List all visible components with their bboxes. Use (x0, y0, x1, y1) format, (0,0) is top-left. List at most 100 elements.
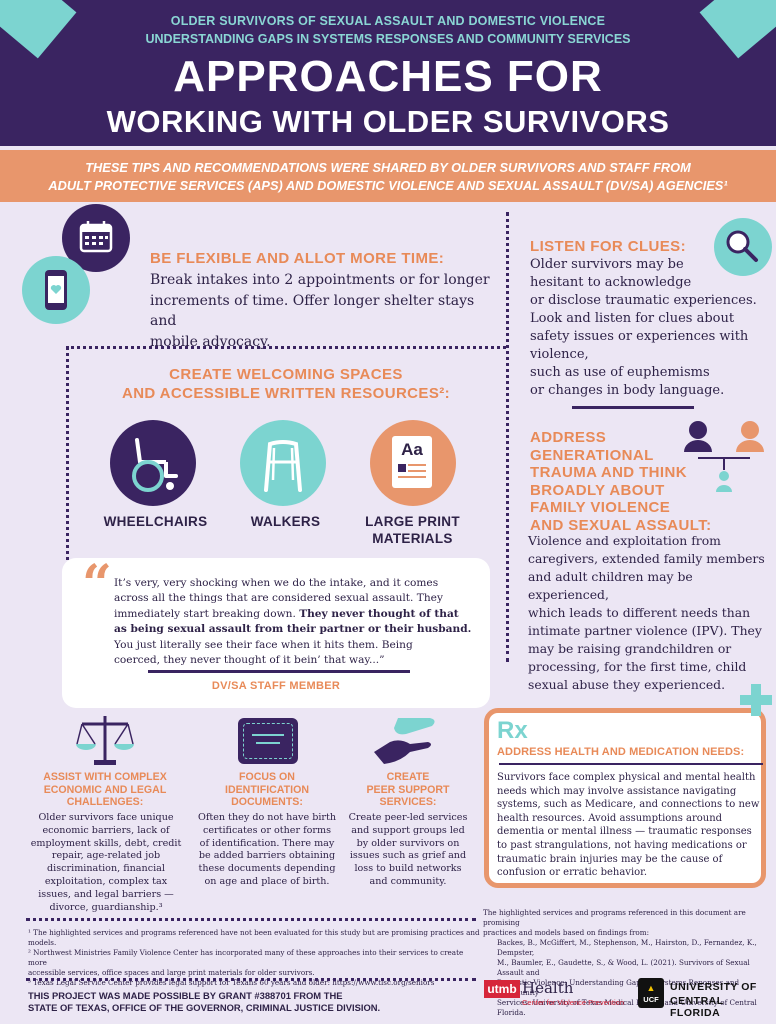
wheelchairs-label: WHEELCHAIRS (103, 514, 208, 529)
clues-line: Older survivors may be (530, 257, 684, 272)
identification-body: Often they do not have birth certificate… (192, 812, 342, 889)
health-line: confusion or erratic behavior. (497, 867, 648, 879)
clues-line: or changes in body language. (530, 383, 725, 398)
welcoming-heading-1: CREATE WELCOMING SPACES (169, 366, 403, 383)
document-line (398, 476, 426, 478)
footnotes: ¹ The highlighted services and programs … (28, 928, 484, 988)
certificate-border (243, 723, 293, 759)
health-card: Rx ADDRESS HEALTH AND MEDICATION NEEDS: … (484, 708, 766, 888)
health-body: Survivors face complex physical and ment… (497, 771, 765, 880)
grant-line: THIS PROJECT WAS MADE POSSIBLE BY GRANT … (28, 990, 343, 1001)
clues-line: hesitant to acknowledge (530, 275, 692, 290)
quote-line: coerced, they never thought of it bein’ … (114, 654, 385, 667)
generational-line: processing, for the first time, child (528, 659, 747, 674)
large-print-glyph: Aa (401, 440, 423, 459)
pegasus-icon: ▲ (646, 983, 656, 993)
clues-underline (572, 406, 694, 409)
footnote: ¹ The highlighted services and programs … (28, 928, 480, 947)
complex-line: economic barriers, lack of (42, 824, 170, 836)
complex-heading-line: ASSIST WITH COMPLEX (43, 771, 167, 783)
health-line: dementia or mental illness — traumatic r… (497, 826, 752, 838)
rx-icon: Rx (497, 717, 528, 744)
flexible-line: Break intakes into 2 appointments or for… (150, 272, 490, 288)
complex-line: repair, age-related job (51, 850, 161, 862)
generational-line: and adult children may be experienced, (528, 569, 693, 602)
reference-line: practices and models based on findings f… (483, 928, 649, 937)
header-banner: OLDER SURVIVORS OF SEXUAL ASSAULT AND DO… (0, 0, 776, 146)
quote-line-part: immediately start breaking down. (114, 607, 300, 620)
quote-text: It’s very, very shocking when we do the … (114, 576, 484, 668)
flexible-line: increments of time. Offer longer shelter… (150, 292, 475, 330)
intro-band: THESE TIPS AND RECOMMENDATIONS WERE SHAR… (0, 150, 776, 202)
complex-line: Older survivors face unique (38, 812, 174, 823)
health-line: to past strangulations, not having medic… (497, 839, 747, 851)
complex-line: discrimination, financial (47, 863, 165, 875)
generational-body: Violence and exploitation from caregiver… (528, 532, 774, 694)
scales-icon (72, 712, 138, 768)
peer-line: and community. (369, 875, 447, 887)
generational-line: sexual abuse they experienced. (528, 677, 726, 692)
complex-line: employment skills, debt, credit (30, 837, 182, 849)
generational-heading: ADDRESS GENERATIONAL TRAUMA AND THINK BR… (530, 429, 720, 534)
identification-heading-line: IDENTIFICATION (225, 783, 309, 796)
identification-heading: FOCUS ON IDENTIFICATION DOCUMENTS: (196, 771, 338, 809)
peer-line: loss to build networks (354, 863, 462, 875)
identification-line: Often they do not have birth (197, 812, 337, 823)
complex-line: exploitation, complex tax (44, 875, 168, 887)
generational-heading-line: FAMILY VIOLENCE (530, 499, 671, 516)
flexible-line: mobile advocacy. (150, 333, 271, 350)
identification-line: certificates or other forms (202, 824, 332, 836)
identification-heading-line: DOCUMENTS: (231, 796, 303, 808)
family-icon (676, 418, 772, 498)
reference-line: Services. University of Texas Medical Br… (497, 998, 757, 1017)
generational-heading-line: BROADLY ABOUT (530, 481, 665, 499)
footnote: accessible services, office spaces and l… (28, 968, 315, 977)
page-title-1: APPROACHES FOR (173, 52, 603, 101)
health-divider (499, 763, 763, 765)
corner-accent-right (699, 0, 776, 59)
dotted-divider (26, 918, 476, 921)
utmb-logo: utmb (484, 980, 520, 998)
footnote: ² Northwest Ministries Family Violence C… (28, 948, 464, 967)
large-print-label-2: MATERIALS (372, 531, 453, 546)
quote-attribution: DV/SA STAFF MEMBER (211, 680, 341, 692)
clues-body: Older survivors may be hesitant to ackno… (530, 256, 770, 400)
corner-accent-left (0, 0, 77, 59)
flexible-heading: BE FLEXIBLE AND ALLOT MORE TIME: (150, 250, 445, 267)
clues-line: Look and listen for clues about (530, 311, 735, 326)
health-line: traumatic brain injuries may be the caus… (497, 853, 723, 865)
identification-line: be added barriers obtaining (198, 850, 336, 862)
flexible-body: Break intakes into 2 appointments or for… (150, 270, 495, 352)
complex-line: divorce, guardianship.³ (49, 901, 163, 913)
health-heading: ADDRESS HEALTH AND MEDICATION NEEDS: (497, 746, 745, 758)
peer-heading-line: PEER SUPPORT (366, 783, 450, 796)
complex-heading: ASSIST WITH COMPLEX ECONOMIC AND LEGAL C… (30, 771, 180, 809)
reference-line: The highlighted services and programs re… (483, 908, 746, 927)
dotted-divider (66, 346, 69, 568)
walker-icon (240, 420, 326, 506)
health-line: systems, such as Medicare, and connectio… (497, 799, 760, 811)
reference-line: Backes, B., McGiffert, M., Stephenson, M… (497, 938, 757, 957)
ucf-line-1: UNIVERSITY OF (670, 981, 757, 993)
certificate-line (256, 742, 280, 744)
generational-line: which leads to different needs than (528, 605, 751, 620)
quote-line: immediately start breaking down. They ne… (114, 607, 484, 622)
utmb-health-wordmark: Health (522, 979, 574, 997)
clues-line: such as use of euphemisms (530, 365, 710, 380)
helping-hands-icon (370, 712, 442, 768)
generational-heading-line: GENERATIONAL (530, 446, 654, 464)
peer-heading: CREATE PEER SUPPORT SERVICES: (340, 771, 476, 809)
reference-line: M., Baumler, E., Gaudette, S., & Wood, L… (497, 958, 750, 977)
generational-heading-line: AND SEXUAL ASSAULT: (530, 516, 712, 534)
supertitle-1: OLDER SURVIVORS OF SEXUAL ASSAULT AND DO… (170, 14, 606, 28)
peer-line: by older survivors on (356, 837, 460, 849)
complex-body: Older survivors face unique economic bar… (28, 812, 184, 914)
clues-line: violence, (530, 347, 589, 362)
identification-line: on age and place of birth. (204, 875, 330, 887)
document-image (398, 464, 406, 472)
identification-heading-line: FOCUS ON (239, 771, 295, 783)
identification-line: these documents depending (198, 863, 336, 875)
ucf-logo: ▲ UCF (638, 978, 664, 1008)
generational-line: caregivers, extended family members (528, 551, 765, 566)
complex-heading-line: ECONOMIC AND LEGAL (43, 783, 167, 796)
